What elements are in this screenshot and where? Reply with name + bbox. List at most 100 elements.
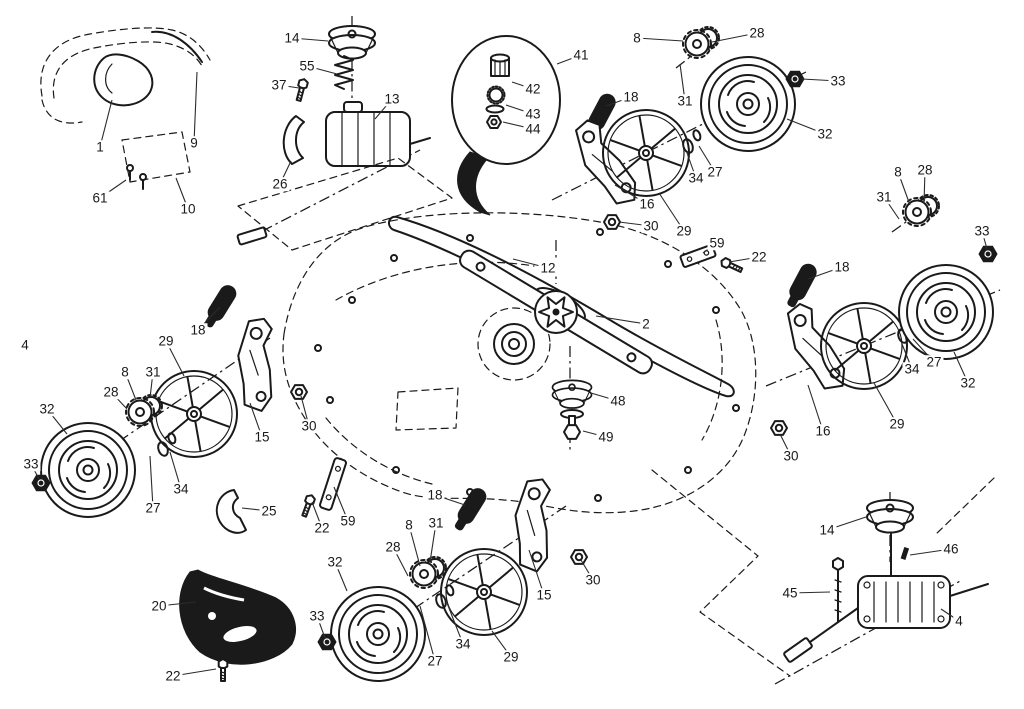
part-callout-31: 31 bbox=[675, 93, 695, 109]
part-callout-28: 28 bbox=[101, 384, 121, 400]
leader-line bbox=[636, 37, 684, 42]
part-callout-8: 8 bbox=[119, 364, 131, 380]
part-callout-29: 29 bbox=[501, 649, 521, 665]
shaft-key bbox=[900, 546, 910, 560]
leader-line bbox=[873, 382, 898, 425]
guard-bracket bbox=[215, 489, 247, 534]
part-callout-20: 20 bbox=[149, 598, 169, 614]
part-callout-32: 32 bbox=[815, 126, 835, 142]
handle-grip bbox=[151, 30, 203, 63]
part-callout-18: 18 bbox=[832, 259, 852, 275]
part-callout-16: 16 bbox=[637, 196, 657, 212]
part-callout-13: 13 bbox=[382, 91, 402, 107]
part-callout-27: 27 bbox=[924, 354, 944, 370]
part-callout-22: 22 bbox=[163, 668, 183, 684]
part-callout-29: 29 bbox=[674, 223, 694, 239]
part-callout-27: 27 bbox=[425, 653, 445, 669]
part-callout-28: 28 bbox=[915, 162, 935, 178]
leader-line bbox=[528, 549, 545, 596]
part-callout-22: 22 bbox=[312, 520, 332, 536]
leader-line bbox=[99, 99, 113, 148]
part-callout-22: 22 bbox=[749, 249, 769, 265]
mower-deck bbox=[282, 212, 757, 514]
part-callout-30: 30 bbox=[641, 218, 661, 234]
part-callout-8: 8 bbox=[403, 517, 415, 533]
lock-washer bbox=[488, 87, 504, 103]
part-callout-25: 25 bbox=[259, 503, 279, 519]
part-callout-26: 26 bbox=[270, 176, 290, 192]
part-callout-4: 4 bbox=[19, 337, 31, 353]
part-callout-33: 33 bbox=[21, 456, 41, 472]
handle-assembly bbox=[40, 27, 211, 190]
part-callout-30: 30 bbox=[583, 572, 603, 588]
part-callout-55: 55 bbox=[297, 58, 317, 74]
part-callout-61: 61 bbox=[90, 190, 110, 206]
part-callout-33: 33 bbox=[307, 608, 327, 624]
part-callout-29: 29 bbox=[887, 416, 907, 432]
blade-bolt bbox=[563, 415, 581, 440]
part-callout-28: 28 bbox=[747, 25, 767, 41]
part-callout-48: 48 bbox=[608, 393, 628, 409]
part-callout-42: 42 bbox=[523, 81, 543, 97]
support-bracket-left bbox=[299, 457, 347, 519]
leader-line bbox=[149, 455, 154, 509]
part-callout-34: 34 bbox=[453, 636, 473, 652]
part-callout-34: 34 bbox=[902, 361, 922, 377]
part-callout-16: 16 bbox=[813, 423, 833, 439]
part-callout-32: 32 bbox=[325, 554, 345, 570]
leader-line bbox=[419, 605, 436, 662]
part-callout-31: 31 bbox=[874, 189, 894, 205]
part-callout-30: 30 bbox=[299, 418, 319, 434]
spindle-pulley bbox=[551, 379, 593, 440]
part-callout-30: 30 bbox=[781, 448, 801, 464]
part-callout-46: 46 bbox=[941, 541, 961, 557]
part-callout-18: 18 bbox=[188, 322, 208, 338]
part-callout-34: 34 bbox=[686, 170, 706, 186]
hex-nut bbox=[486, 115, 502, 129]
part-callout-43: 43 bbox=[523, 106, 543, 122]
part-callout-44: 44 bbox=[523, 121, 543, 137]
part-callout-28: 28 bbox=[383, 539, 403, 555]
part-callout-15: 15 bbox=[534, 587, 554, 603]
part-callout-33: 33 bbox=[828, 73, 848, 89]
part-callout-49: 49 bbox=[596, 429, 616, 445]
part-callout-31: 31 bbox=[426, 515, 446, 531]
gearcase-assembly bbox=[236, 25, 453, 251]
transmission-assembly bbox=[651, 469, 995, 677]
part-callout-18: 18 bbox=[425, 487, 445, 503]
mulch-guard bbox=[179, 569, 296, 682]
part-callout-37: 37 bbox=[269, 77, 289, 93]
part-callout-15: 15 bbox=[252, 429, 272, 445]
splined-adapter bbox=[490, 53, 510, 77]
part-callout-8: 8 bbox=[631, 30, 643, 46]
mounting-bolt bbox=[832, 557, 844, 623]
flat-washer bbox=[485, 104, 505, 114]
part-callout-32: 32 bbox=[37, 401, 57, 417]
part-callout-9: 9 bbox=[188, 135, 200, 151]
blade-assembly bbox=[459, 249, 653, 375]
part-callout-31: 31 bbox=[143, 364, 163, 380]
part-callout-12: 12 bbox=[538, 260, 558, 276]
part-callout-18: 18 bbox=[621, 89, 641, 105]
part-callout-2: 2 bbox=[640, 316, 652, 332]
leader-line bbox=[807, 384, 824, 432]
part-callout-32: 32 bbox=[958, 375, 978, 391]
part-callout-14: 14 bbox=[282, 30, 302, 46]
part-callout-59: 59 bbox=[707, 235, 727, 251]
part-callout-10: 10 bbox=[178, 201, 198, 217]
part-callout-29: 29 bbox=[156, 333, 176, 349]
part-callout-27: 27 bbox=[143, 500, 163, 516]
part-callout-59: 59 bbox=[338, 513, 358, 529]
part-callout-4: 4 bbox=[953, 613, 965, 629]
part-callout-34: 34 bbox=[171, 481, 191, 497]
part-callout-8: 8 bbox=[892, 164, 904, 180]
part-callout-27: 27 bbox=[705, 164, 725, 180]
leader-line bbox=[408, 524, 421, 567]
part-callout-1: 1 bbox=[94, 139, 106, 155]
part-callout-33: 33 bbox=[972, 223, 992, 239]
part-callout-14: 14 bbox=[817, 522, 837, 538]
leader-line bbox=[446, 602, 464, 645]
leader-line bbox=[193, 71, 198, 144]
